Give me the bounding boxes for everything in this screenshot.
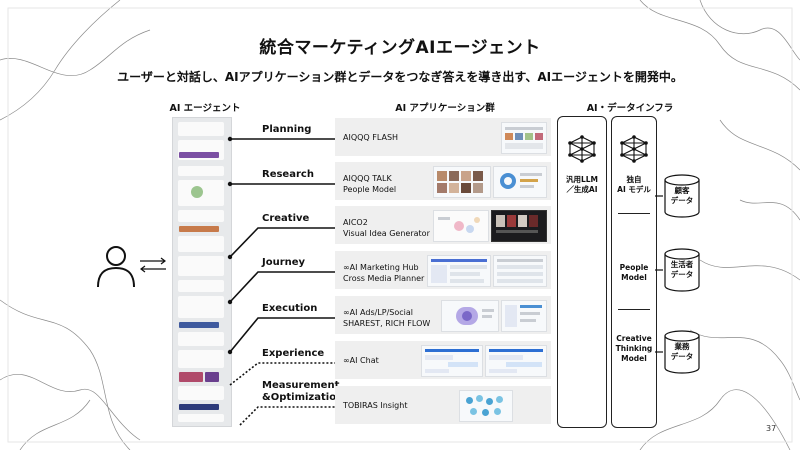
- app-screenshot: [491, 210, 547, 242]
- data-store-consumer: 生活者 データ: [663, 248, 701, 292]
- page-number: 37: [766, 424, 777, 433]
- people-model-label: People Model: [619, 263, 649, 282]
- agent-chat-screenshot: [172, 117, 232, 427]
- layer-label-creative: Creative: [262, 213, 310, 224]
- data-store-label: 業務 データ: [670, 342, 694, 361]
- divider: [618, 309, 650, 310]
- database-icon: [664, 248, 700, 292]
- divider: [618, 213, 650, 214]
- bidirectional-arrows-icon: [140, 257, 166, 273]
- column-heading-infra: AI・データインフラ: [586, 103, 674, 114]
- own-model-label: 独自 AI モデル: [617, 175, 651, 194]
- app-screenshot: [501, 300, 547, 332]
- app-row-planning: AIQQQ FLASH: [335, 118, 551, 156]
- app-screenshot: [501, 122, 547, 154]
- app-screenshot: [459, 390, 513, 422]
- app-screenshot: [433, 210, 489, 242]
- layer-label-execution: Execution: [262, 303, 318, 314]
- app-row-experience: ∞AI Chat: [335, 341, 551, 379]
- app-screenshot: [493, 255, 547, 287]
- app-name: ∞AI Chat: [343, 356, 379, 365]
- data-store-customer: 顧客 データ: [663, 174, 701, 218]
- user-icon: [97, 246, 135, 288]
- column-heading-apps: AI アプリケーション群: [395, 103, 495, 114]
- app-row-measurement: TOBIRAS Insight: [335, 386, 551, 424]
- layer-label-research: Research: [262, 169, 314, 180]
- network-icon: [620, 135, 648, 163]
- creative-thinking-model-label: Creative Thinking Model: [615, 334, 653, 363]
- app-screenshot: [421, 345, 483, 377]
- app-screenshot: [441, 300, 499, 332]
- database-icon: [664, 330, 700, 374]
- slide-subtitle: ユーザーと対話し、AIアプリケーション群とデータをつなぎ答えを導き出す、AIエー…: [117, 70, 683, 84]
- app-screenshot: [493, 166, 547, 198]
- layer-label-planning: Planning: [262, 124, 312, 135]
- app-name: AIQQQ FLASH: [343, 133, 399, 142]
- column-heading-agent: AI エージェント: [169, 103, 241, 114]
- infra-own-ai-models: 独自 AI モデル People Model Creative Thinking…: [611, 116, 657, 428]
- data-store-label: 生活者 データ: [670, 260, 694, 279]
- network-icon: [568, 135, 596, 163]
- slide-title: 統合マーケティングAIエージェント: [259, 38, 541, 58]
- app-screenshot: [427, 255, 491, 287]
- database-icon: [664, 174, 700, 218]
- data-store-business: 業務 データ: [663, 330, 701, 374]
- layer-label-journey: Journey: [262, 257, 306, 268]
- app-screenshot: [433, 166, 491, 198]
- infra-general-llm: 汎用LLM ／生成AI: [557, 116, 607, 428]
- layer-label-experience: Experience: [262, 348, 325, 359]
- app-screenshot: [485, 345, 547, 377]
- general-llm-label: 汎用LLM ／生成AI: [565, 175, 599, 194]
- layer-label-measurement: Measurement &Optimization: [262, 380, 344, 403]
- app-name: TOBIRAS Insight: [343, 401, 408, 410]
- data-store-label: 顧客 データ: [670, 186, 694, 205]
